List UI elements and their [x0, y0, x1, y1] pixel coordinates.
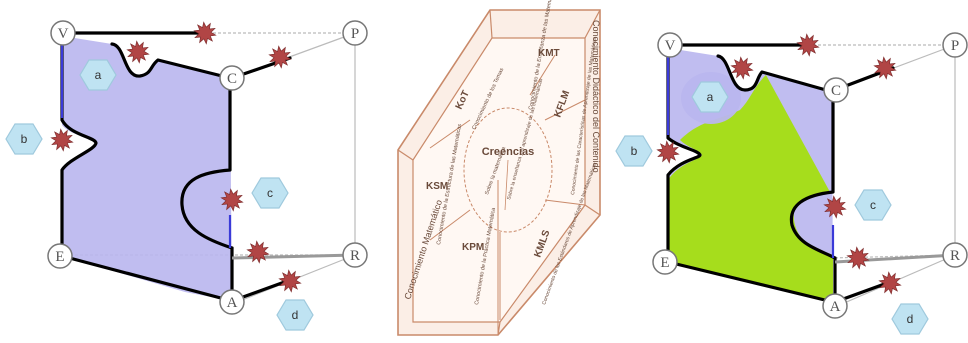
vertex-label: R: [350, 248, 360, 264]
vertex-label: R: [950, 248, 960, 264]
left-hex-c: c: [251, 177, 289, 209]
burst-marker: [823, 195, 847, 219]
vertex-label: E: [660, 255, 669, 271]
hex-label: d: [907, 312, 914, 326]
right-diagram: V P C E A R a b c d: [615, 32, 968, 335]
hex-label: b: [631, 144, 638, 158]
center-title: Creencias: [482, 146, 535, 158]
beliefs-ellipse: [463, 107, 553, 233]
vertex-label: A: [830, 299, 841, 315]
right-highlight-region: [668, 75, 833, 302]
left-hex-d: d: [276, 299, 314, 331]
right-hex-b: b: [615, 135, 653, 167]
hex-label: a: [707, 90, 714, 104]
right-hex-a: a: [691, 81, 729, 113]
right-burst-markers: [656, 33, 902, 295]
vertex-label: E: [55, 249, 64, 265]
right-hex-c: c: [854, 189, 892, 221]
burst-marker: [50, 128, 74, 152]
mtsk-model: Conocimiento Didáctico del Contenido Con…: [397, 0, 601, 336]
right-vertex-V: V: [657, 32, 683, 58]
right-vertex-R: R: [942, 242, 968, 268]
vertex-label: V: [58, 26, 69, 42]
vertex-label: A: [227, 295, 238, 311]
left-vertex-A: A: [219, 289, 245, 315]
segment-KPM-title: KPM: [462, 242, 484, 253]
left-hex-a: a: [79, 59, 117, 91]
burst-marker: [796, 33, 820, 57]
burst-marker: [193, 21, 217, 45]
outer-label-right: Conocimiento Didáctico del Contenido: [591, 20, 601, 173]
left-gray-segment: [231, 253, 356, 260]
burst-marker: [873, 56, 897, 80]
model-edge: [397, 149, 414, 161]
hex-label: c: [870, 198, 876, 212]
vertex-label: C: [227, 71, 237, 87]
hex-label: b: [21, 132, 28, 146]
left-vertex-V: V: [50, 20, 76, 46]
segment-KSM-title: KSM: [426, 181, 448, 192]
model-edge: [584, 204, 601, 216]
segment-KMT-title: KMT: [538, 48, 560, 59]
vertex-label: C: [831, 83, 841, 99]
burst-marker: [220, 188, 244, 212]
right-vertex-P: P: [942, 32, 968, 58]
beliefs-divider: [504, 159, 509, 211]
burst-marker: [846, 246, 870, 270]
left-hex-b: b: [5, 123, 43, 155]
burst-marker: [268, 45, 292, 69]
right-vertex-E: E: [652, 249, 678, 275]
right-hex-d: d: [891, 303, 929, 335]
left-shaded-region: [62, 36, 232, 301]
vertex-label: P: [351, 26, 359, 42]
left-vertex-C: C: [219, 65, 245, 91]
vertex-label: P: [951, 38, 959, 54]
right-vertex-C: C: [823, 77, 849, 103]
left-vertex-P: P: [342, 20, 368, 46]
left-diagram: V P C E A R a b c d: [5, 20, 368, 331]
burst-marker: [730, 56, 754, 80]
left-burst-markers: [50, 21, 302, 293]
left-vertex-R: R: [342, 242, 368, 268]
burst-marker: [656, 140, 680, 164]
vertex-label: V: [665, 38, 676, 54]
right-vertex-A: A: [822, 293, 848, 319]
burst-marker: [126, 40, 150, 64]
hex-label: a: [95, 68, 102, 82]
burst-marker: [246, 240, 270, 264]
segment-dividers: [429, 54, 586, 320]
burst-marker: [878, 271, 902, 295]
model-edge: [489, 9, 493, 39]
model-edge: [584, 9, 601, 39]
burst-marker: [278, 269, 302, 293]
left-vertex-E: E: [47, 243, 73, 269]
hex-label: d: [292, 308, 299, 322]
hex-label: c: [267, 186, 273, 200]
